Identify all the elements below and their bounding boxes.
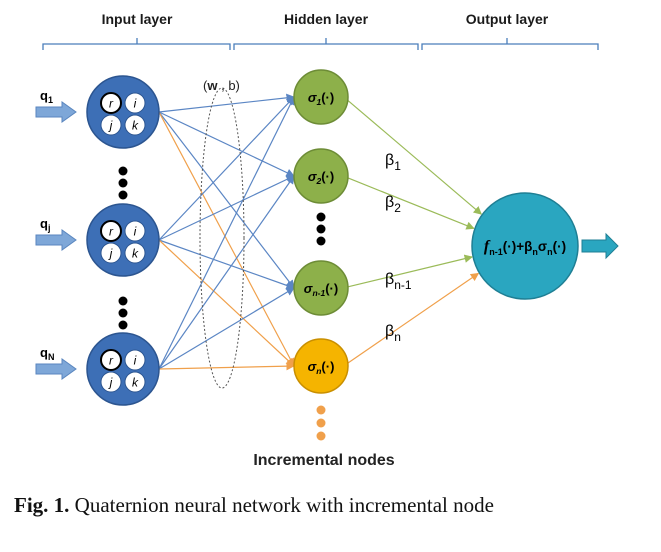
input-hidden-edge [158,239,295,367]
quaternion-part [124,349,146,371]
input-hidden-edge [158,111,295,367]
input-hidden-edge [158,361,295,371]
beta-label: β1 [385,152,401,173]
weights-label: (w , b) [203,78,240,93]
output-node: fn-1(·)+βnσn(·) [471,192,579,300]
input-node: qN r i j k [35,332,160,406]
input-hidden-edge [158,96,295,241]
weights-ellipse [199,87,245,389]
layer-brackets [42,38,599,50]
hidden-output-edge [347,254,473,288]
quaternion-part-label: i [134,225,137,239]
input-arrow-icon [35,101,77,123]
input-arrow-icon [35,229,77,251]
quaternion-part-label: r [109,225,114,239]
quaternion-part [100,92,122,114]
input-label: qN [40,345,54,362]
quaternion-part-label: j [108,119,113,133]
input-nodes: q1 r i j k qj r i j k qN r i j k [35,75,160,406]
input-layer-label: Input layer [102,11,173,27]
beta-label: βn-1 [385,271,412,292]
input-node: qj r i j k [35,203,160,277]
beta-label: β2 [385,194,401,215]
hidden-layer-label: Hidden layer [284,11,369,27]
hidden-node-label: σ2(·) [308,169,334,186]
hidden-node-label: σ1(·) [308,90,334,107]
input-hidden-edge [158,111,295,177]
incremental-nodes-label: Incremental nodes [253,452,394,469]
caption-fig-number: Fig. 1. [14,493,70,517]
quaternion-part-label: k [132,119,139,133]
quaternion-part [124,220,146,242]
input-hidden-edge [158,239,295,290]
hidden-bracket [233,38,419,50]
input-label: qj [40,216,50,233]
input-hidden-edge [158,96,295,370]
connections [158,93,483,371]
input-hidden-edge [158,175,295,370]
quaternion-part [124,242,146,264]
hidden-node: σn-1(·) [293,260,349,316]
hidden-node-label: σn-1(·) [304,281,338,298]
beta-labels: β1 β2 βn-1 βn [385,152,412,344]
quaternion-part [124,371,146,393]
quaternion-part [100,220,122,242]
quaternion-part-label: i [134,354,137,368]
hidden-nodes: σ1(·) σ2(·) σn-1(·) σn(·) [293,69,349,394]
caption-text: Quaternion neural network with increment… [69,493,494,517]
input-hidden-edge [158,175,295,241]
quaternion-part [100,114,122,136]
hidden-output-edge [347,100,483,215]
input-bracket [42,38,231,50]
input-hidden-edge [158,287,295,370]
input-ellipsis-dots [118,166,128,330]
hidden-node: σ2(·) [293,148,349,204]
beta-label: βn [385,323,401,344]
incremental-dots [316,405,326,441]
quaternion-part [124,114,146,136]
quaternion-part-label: i [134,97,137,111]
quaternion-part-label: k [132,247,139,261]
input-hidden-edge [158,111,295,289]
quaternion-part [100,349,122,371]
incremental-hidden-node: σn(·) [293,338,349,394]
hidden-output-edge [347,272,480,364]
quaternion-part-label: r [109,97,114,111]
hidden-node-label: σn(·) [308,359,335,376]
quaternion-part-label: r [109,354,114,368]
input-label: q1 [40,88,53,105]
output-bracket [421,38,599,50]
figure-caption: Fig. 1. Quaternion neural network with i… [14,493,654,518]
hidden-node: σ1(·) [293,69,349,125]
hidden-ellipsis-dots [316,212,326,246]
input-node: q1 r i j k [35,75,160,149]
svg-text:fn-1(·)+βnσn(·): fn-1(·)+βnσn(·) [484,238,566,257]
quaternion-part-label: j [108,247,113,261]
input-arrow-icon [35,358,77,380]
quaternion-part-label: k [132,376,139,390]
output-layer-label: Output layer [466,11,549,27]
quaternion-part-label: j [108,376,113,390]
output-arrow-icon [581,232,619,260]
quaternion-part [100,371,122,393]
input-hidden-edge [158,93,295,113]
quaternion-part [100,242,122,264]
quaternion-part [124,92,146,114]
network-diagram: Input layer Hidden layer Output layer (w… [35,11,619,469]
hidden-output-edge [347,177,475,230]
